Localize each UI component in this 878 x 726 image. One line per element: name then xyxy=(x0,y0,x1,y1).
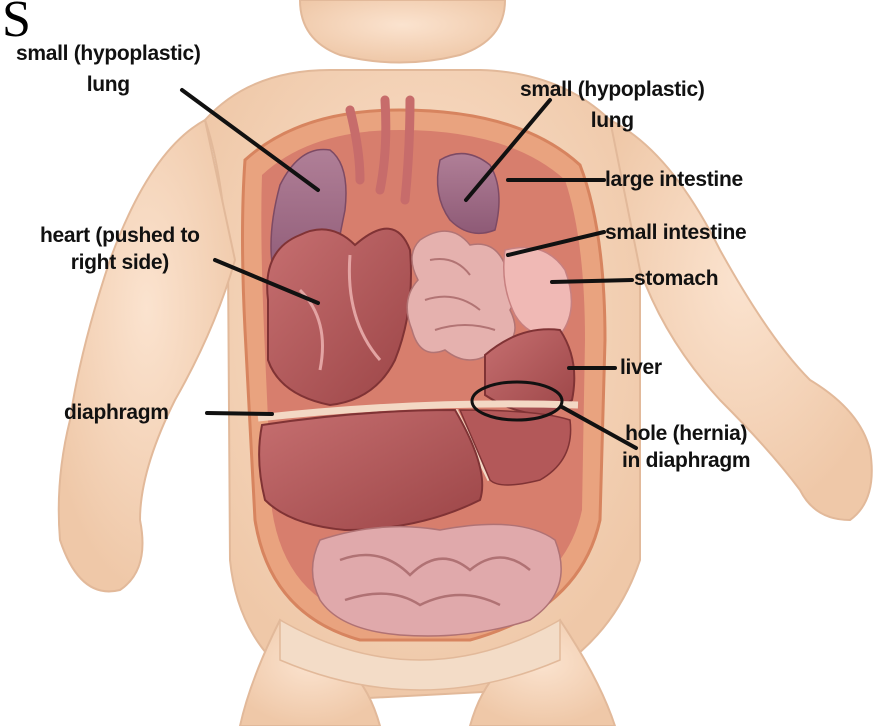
label-hernia: hole (hernia) in diaphragm xyxy=(622,420,750,475)
label-right-lung-line2: lung xyxy=(16,71,201,98)
label-small-intestine: small intestine xyxy=(605,219,746,246)
label-hernia-line2: in diaphragm xyxy=(622,447,750,474)
label-diaphragm: diaphragm xyxy=(64,399,169,426)
lower-intestines xyxy=(313,524,562,636)
label-left-lung-line1: small (hypoplastic) xyxy=(520,76,705,103)
label-stomach: stomach xyxy=(634,265,718,292)
label-heart: heart (pushed to right side) xyxy=(40,222,200,277)
label-right-lung-line1: small (hypoplastic) xyxy=(16,40,201,67)
label-left-lung: small (hypoplastic) lung xyxy=(520,76,705,135)
leader-diaphragm xyxy=(207,413,272,414)
label-heart-line2: right side) xyxy=(40,249,200,276)
label-right-lung: small (hypoplastic) lung xyxy=(16,40,201,99)
lower-liver xyxy=(259,410,482,530)
label-left-lung-line2: lung xyxy=(520,107,705,134)
label-liver: liver xyxy=(620,354,662,381)
label-large-intestine: large intestine xyxy=(605,166,743,193)
leader-stomach xyxy=(552,280,632,282)
label-hernia-line1: hole (hernia) xyxy=(622,420,750,447)
label-heart-line1: heart (pushed to xyxy=(40,222,200,249)
